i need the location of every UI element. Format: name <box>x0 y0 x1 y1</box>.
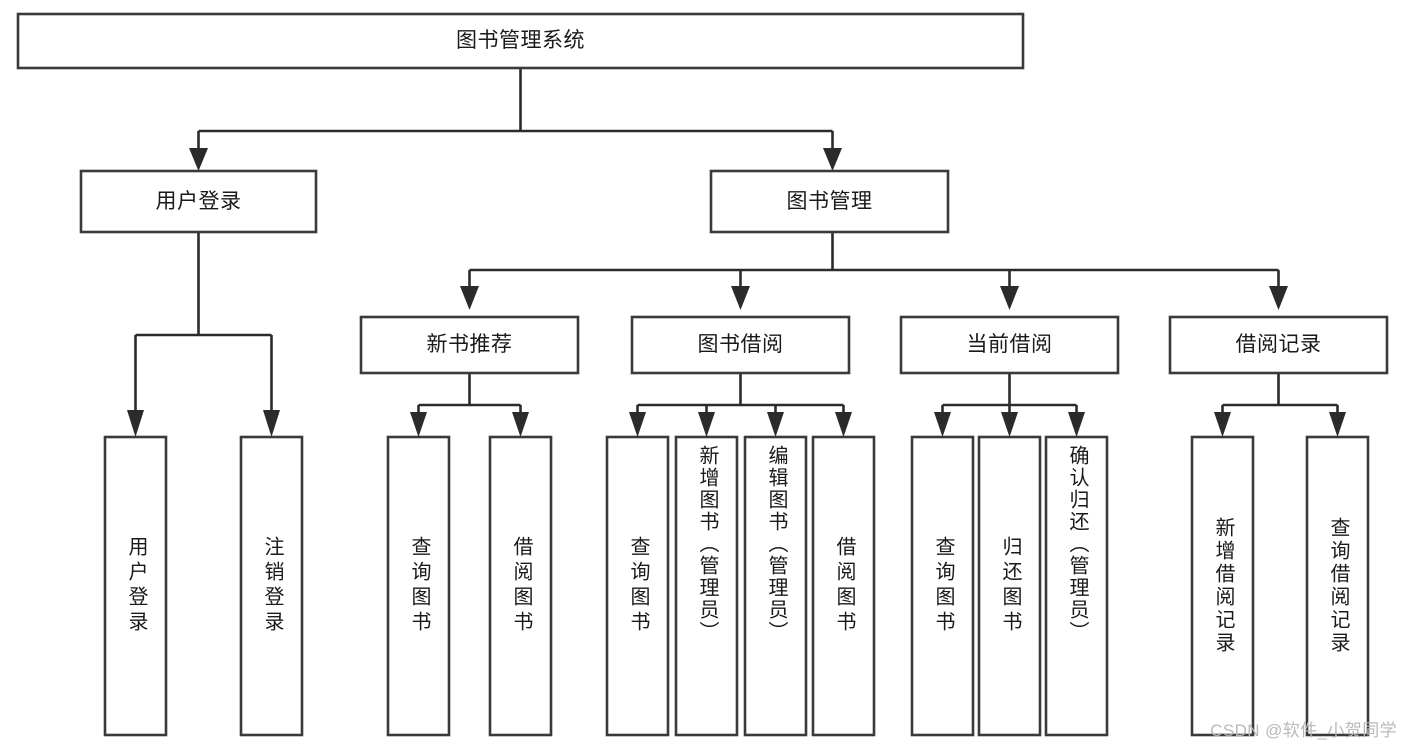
arrowhead-leaf-logout <box>263 410 280 437</box>
csdn-watermark: CSDN @软件_小贺同学 <box>1210 721 1397 740</box>
arrowhead-leaf-return-book <box>1001 412 1018 437</box>
node-box-new-book-rec[interactable] <box>359 315 580 375</box>
connector-group-borrow-record-to-leaves <box>1214 373 1346 437</box>
arrowhead-leaf-add-book <box>698 412 715 437</box>
arrowhead-leaf-query-book-2 <box>629 412 646 437</box>
node-box-user-login[interactable] <box>79 169 318 234</box>
node-box-leaf-edit-book[interactable] <box>743 435 808 737</box>
node-box-current-borrow[interactable] <box>899 315 1120 375</box>
node-box-book-borrow[interactable] <box>630 315 851 375</box>
node-box-book-manage[interactable] <box>709 169 950 234</box>
node-box-leaf-query-record[interactable] <box>1305 435 1370 737</box>
arrowhead-leaf-borrow-book-2 <box>835 412 852 437</box>
node-box-leaf-confirm-return[interactable] <box>1044 435 1109 737</box>
connector-group-book-borrow-to-leaves <box>629 373 852 437</box>
connector-group-new-book-rec-to-leaves <box>410 373 529 437</box>
arrowhead-user-login <box>189 148 208 171</box>
connector-group-current-borrow-to-leaves <box>934 373 1085 437</box>
node-box-leaf-return-book[interactable] <box>977 435 1042 737</box>
arrowhead-leaf-add-record <box>1214 412 1231 437</box>
arrowhead-leaf-edit-book <box>767 412 784 437</box>
node-box-leaf-query-book-1[interactable] <box>386 435 451 737</box>
node-box-leaf-user-login[interactable] <box>103 435 168 737</box>
arrowhead-leaf-user-login <box>127 410 144 437</box>
connector-group-root-to-level2 <box>189 68 842 171</box>
node-box-leaf-borrow-book-1[interactable] <box>488 435 553 737</box>
arrowhead-book-manage <box>823 148 842 171</box>
arrowhead-leaf-borrow-book-1 <box>512 412 529 437</box>
node-box-leaf-query-book-3[interactable] <box>910 435 975 737</box>
node-box-borrow-record[interactable] <box>1168 315 1389 375</box>
connector-group-book-manage-to-level3 <box>460 232 1288 310</box>
node-box-leaf-query-book-2[interactable] <box>605 435 670 737</box>
arrowhead-new-book-rec <box>460 286 479 310</box>
connector-group-user-login-to-leaves <box>127 232 280 437</box>
node-box-leaf-add-book[interactable] <box>674 435 739 737</box>
node-box-leaf-borrow-book-2[interactable] <box>811 435 876 737</box>
arrowhead-leaf-query-book-1 <box>410 412 427 437</box>
node-box-leaf-logout[interactable] <box>239 435 304 737</box>
arrowhead-book-borrow <box>731 286 750 310</box>
arrowhead-current-borrow <box>1000 286 1019 310</box>
arrowhead-leaf-confirm-return <box>1068 412 1085 437</box>
node-box-leaf-add-record[interactable] <box>1190 435 1255 737</box>
arrowhead-leaf-query-book-3 <box>934 412 951 437</box>
arrowhead-leaf-query-record <box>1329 412 1346 437</box>
arrowhead-borrow-record <box>1269 286 1288 310</box>
node-box-root[interactable] <box>16 12 1025 70</box>
